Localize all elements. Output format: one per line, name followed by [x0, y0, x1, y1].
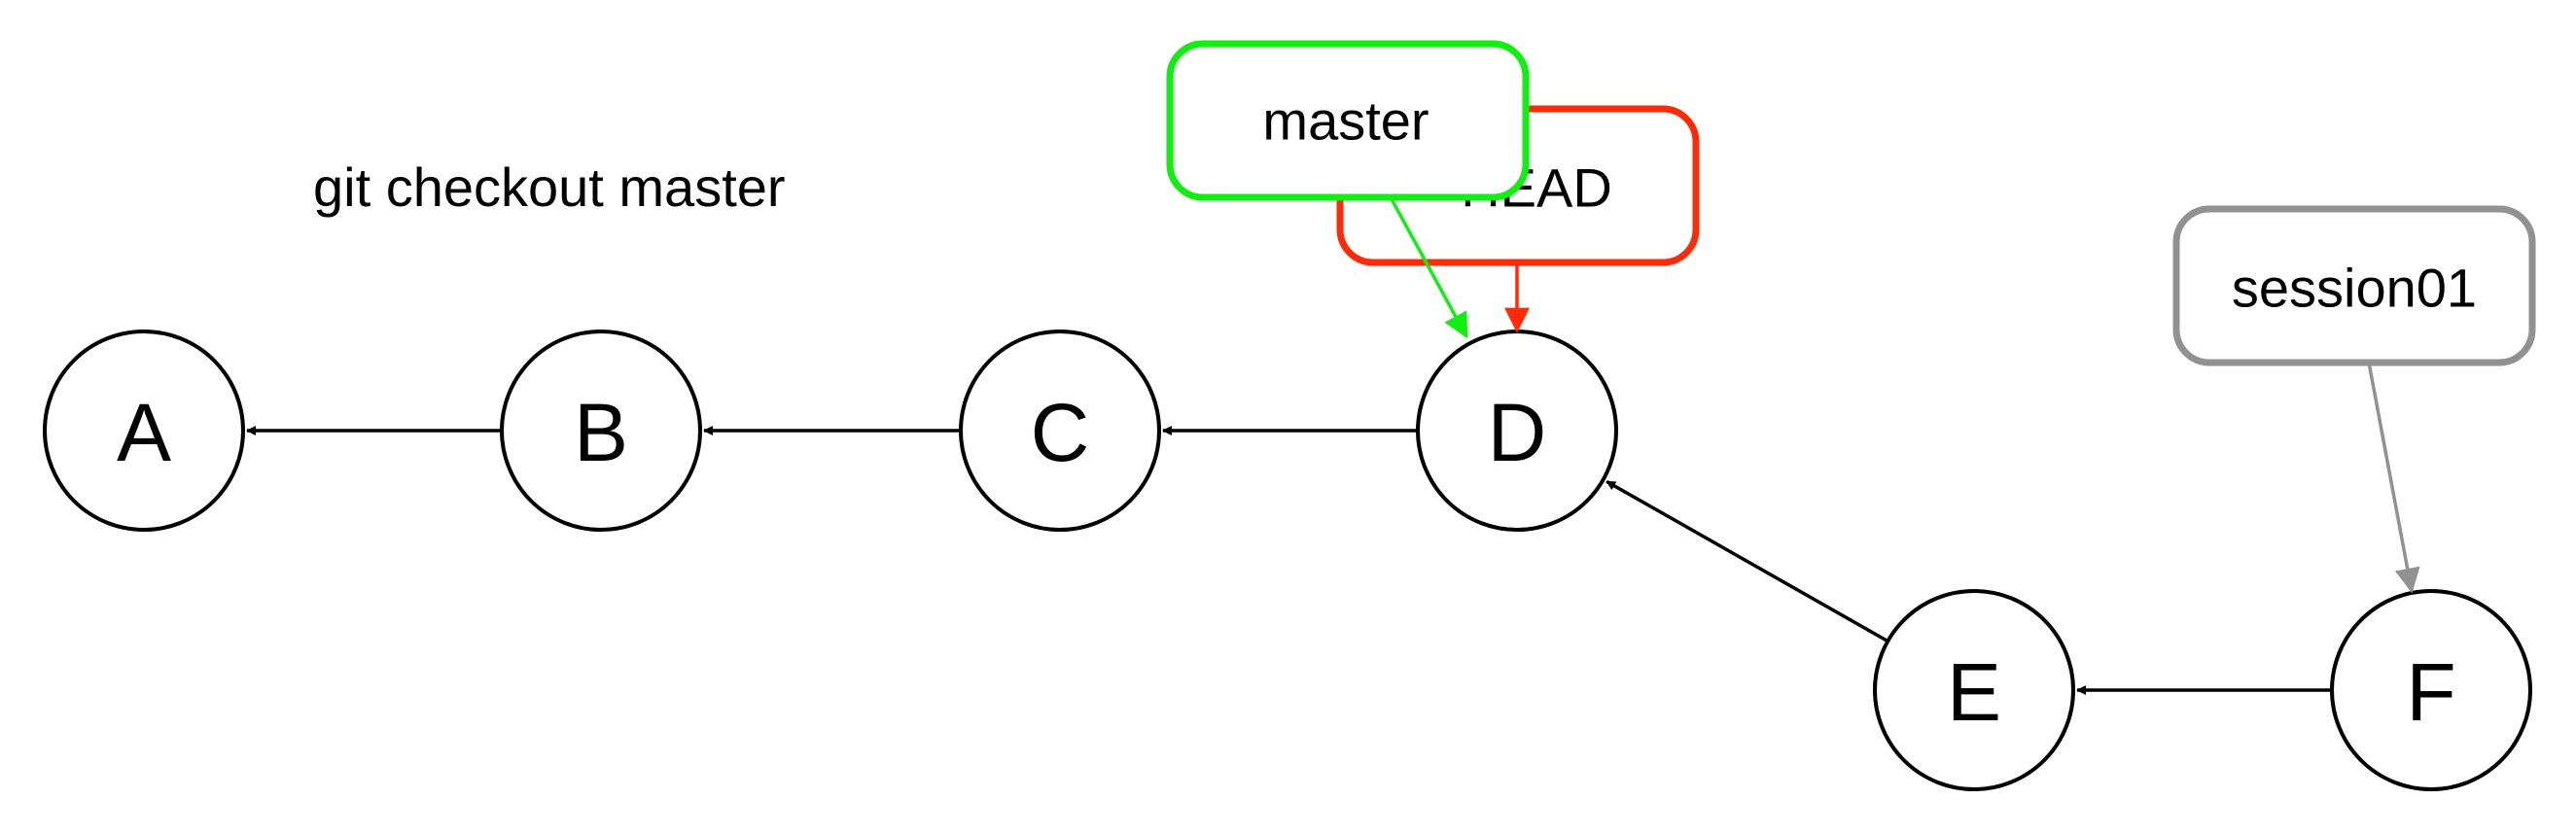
commit-label: C — [1031, 387, 1090, 478]
ref-pointer-master — [1389, 196, 1468, 339]
parent-edge-e-d — [1606, 479, 1889, 643]
command-caption: git checkout master — [313, 156, 786, 218]
commit-circle — [959, 330, 1161, 532]
ref-box-session01 — [2172, 205, 2536, 366]
ref-box-master — [1166, 40, 1530, 201]
ref-label-session01: session01 — [2232, 258, 2477, 319]
commit-node-a[interactable]: A — [43, 330, 245, 532]
commit-circle — [2330, 589, 2532, 791]
commit-label: D — [1488, 387, 1547, 478]
ref-master[interactable]: master — [1166, 40, 1530, 339]
commit-node-c[interactable]: C — [959, 330, 1161, 532]
commit-label: E — [1947, 646, 2001, 738]
commit-node-b[interactable]: B — [500, 330, 702, 532]
commit-node-f[interactable]: F — [2330, 589, 2532, 791]
parent-edges — [246, 426, 2332, 695]
commit-nodes: A B C D E F — [43, 330, 2532, 791]
commit-circle — [43, 330, 245, 532]
ref-label-master: master — [1262, 90, 1429, 152]
ref-session01[interactable]: session01 — [2172, 205, 2536, 594]
commit-label: B — [574, 387, 628, 478]
commit-node-e[interactable]: E — [1873, 589, 2075, 791]
commit-label: F — [2406, 646, 2455, 738]
commit-node-d[interactable]: D — [1416, 330, 1618, 532]
commit-circle — [500, 330, 702, 532]
commit-label: A — [117, 387, 171, 478]
commit-circle — [1873, 589, 2075, 791]
ref-pointer-session01 — [2367, 362, 2420, 594]
